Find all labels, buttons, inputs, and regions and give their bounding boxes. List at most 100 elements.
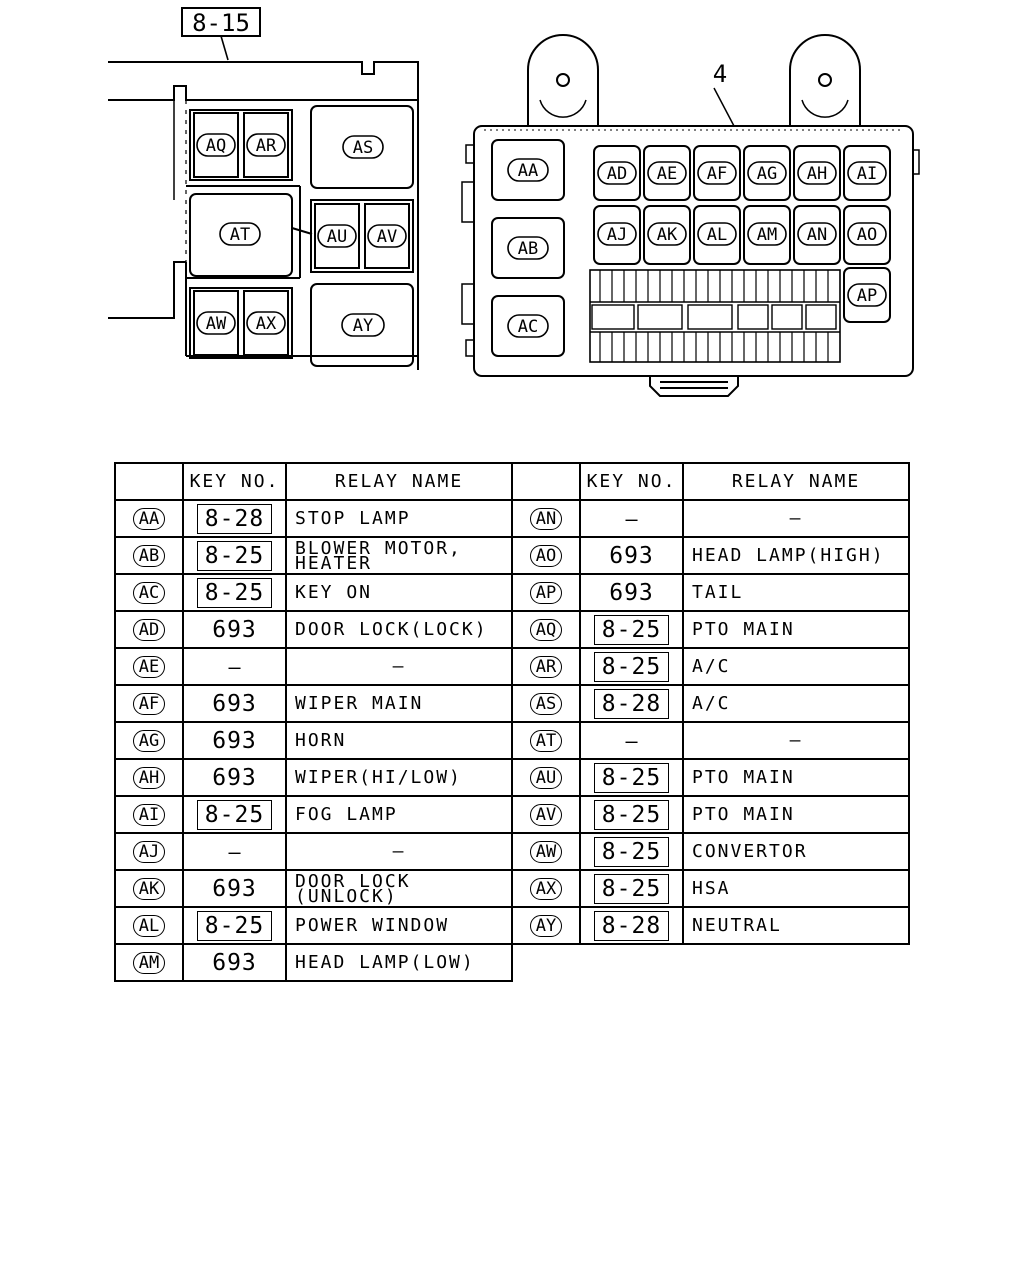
svg-text:AG: AG	[757, 164, 777, 184]
relay-name: STOP LAMP	[295, 508, 411, 529]
relay-name-cell: DOOR LOCK(LOCK)	[285, 610, 513, 649]
relay-name: PTO MAIN	[692, 619, 795, 640]
svg-text:AS: AS	[353, 138, 373, 158]
relay-name-cell: WIPER MAIN	[285, 684, 513, 723]
relay-name: KEY ON	[295, 582, 373, 603]
relay-code-cell: AG	[114, 721, 184, 760]
left-relay-block	[108, 61, 419, 370]
relay-name-cell: NEUTRAL	[682, 906, 910, 945]
relay-label-ap: AP	[847, 283, 887, 307]
relay-code: AT	[529, 729, 563, 752]
relay-name: –	[392, 841, 406, 862]
right-fuse-box	[461, 34, 920, 397]
key-number-cell: 693	[182, 610, 287, 649]
key-number: 693	[212, 616, 257, 643]
key-number-cell: –	[182, 832, 287, 871]
key-number-cell: 8-25	[579, 869, 684, 908]
relay-name: FOG LAMP	[295, 804, 398, 825]
relay-code-cell: AQ	[511, 610, 581, 649]
key-number-cell: 8-28	[579, 906, 684, 945]
relay-code: AP	[529, 581, 563, 604]
relay-name: BLOWER MOTOR,	[295, 537, 462, 559]
svg-text:AQ: AQ	[206, 136, 226, 156]
relay-code: AL	[132, 914, 166, 937]
relay-code-cell: AO	[511, 536, 581, 575]
relay-name-cell: STOP LAMP	[285, 499, 513, 538]
relay-code: AN	[529, 507, 563, 530]
relay-code: AI	[132, 803, 166, 826]
relay-code: AW	[529, 840, 563, 863]
key-number: –	[228, 654, 241, 679]
relay-name: PTO MAIN	[692, 804, 795, 825]
key-number: –	[625, 728, 638, 753]
key-number-cell: –	[182, 647, 287, 686]
svg-text:8-15: 8-15	[192, 9, 250, 37]
key-number-cell: 8-25	[182, 906, 287, 945]
empty-cell	[683, 944, 909, 981]
key-number: 8-28	[196, 503, 273, 534]
relay-label-ay: AY	[341, 313, 385, 337]
svg-text:AK: AK	[657, 225, 678, 245]
relay-label-au: AU	[317, 224, 357, 248]
key-number-cell: 8-25	[182, 795, 287, 834]
key-number-cell: 8-28	[182, 499, 287, 538]
relay-label-ae: AE	[647, 161, 687, 185]
relay-label-ag: AG	[747, 161, 787, 185]
header-name-right: RELAY NAME	[682, 462, 910, 501]
relay-code-cell: AW	[511, 832, 581, 871]
key-number: 8-25	[593, 614, 670, 645]
svg-text:AP: AP	[857, 286, 877, 306]
relay-label-an: AN	[797, 222, 837, 246]
key-number-cell: 693	[182, 721, 287, 760]
key-number-cell: –	[579, 499, 684, 538]
right-box-labels: 4 AA AB AC AD AE AF AG AH AI AJ AK AL AM…	[507, 60, 887, 338]
relay-name-cell: CONVERTOR	[682, 832, 910, 871]
key-number: 693	[609, 579, 654, 606]
relay-label-at: AT	[219, 222, 261, 246]
relay-name-cell: HEAD LAMP(HIGH)	[682, 536, 910, 575]
key-number: 8-25	[196, 799, 273, 830]
relay-code: AE	[132, 655, 166, 678]
key-number: –	[625, 506, 638, 531]
relay-label-ao: AO	[847, 222, 887, 246]
key-number-cell: 693	[182, 684, 287, 723]
relay-code-cell: AU	[511, 758, 581, 797]
relay-name-cell: PTO MAIN	[682, 758, 910, 797]
header-blank-right	[511, 462, 581, 501]
relay-name-cell: –	[682, 499, 910, 538]
key-number-cell: 8-25	[182, 573, 287, 612]
svg-text:AA: AA	[518, 161, 538, 181]
svg-text:AH: AH	[807, 164, 827, 184]
ref-label: 8-15	[181, 7, 261, 61]
relay-code-cell: AV	[511, 795, 581, 834]
svg-text:AN: AN	[807, 225, 827, 245]
relay-label-al: AL	[697, 222, 737, 246]
key-number-cell: –	[579, 721, 684, 760]
empty-cell	[512, 944, 580, 981]
key-number-cell: 693	[182, 869, 287, 908]
relay-code: AQ	[529, 618, 563, 641]
key-number-cell: 8-25	[579, 832, 684, 871]
relay-label-aa: AA	[507, 158, 549, 182]
relay-code: AK	[132, 877, 166, 900]
relay-code: AV	[529, 803, 563, 826]
relay-name-cell: –	[285, 647, 513, 686]
svg-text:AV: AV	[377, 227, 397, 247]
relay-name-cell: WIPER(HI/LOW)	[285, 758, 513, 797]
header-blank-left	[114, 462, 184, 501]
relay-code: AO	[529, 544, 563, 567]
relay-code: AX	[529, 877, 563, 900]
relay-name: HSA	[692, 878, 731, 899]
relay-name: POWER WINDOW	[295, 915, 450, 936]
relay-label-aq: AQ	[196, 133, 236, 157]
relay-name: NEUTRAL	[692, 915, 782, 936]
relay-code-cell: AJ	[114, 832, 184, 871]
relay-name: DOOR LOCK(LOCK)	[295, 619, 488, 640]
key-number: 8-25	[593, 762, 670, 793]
